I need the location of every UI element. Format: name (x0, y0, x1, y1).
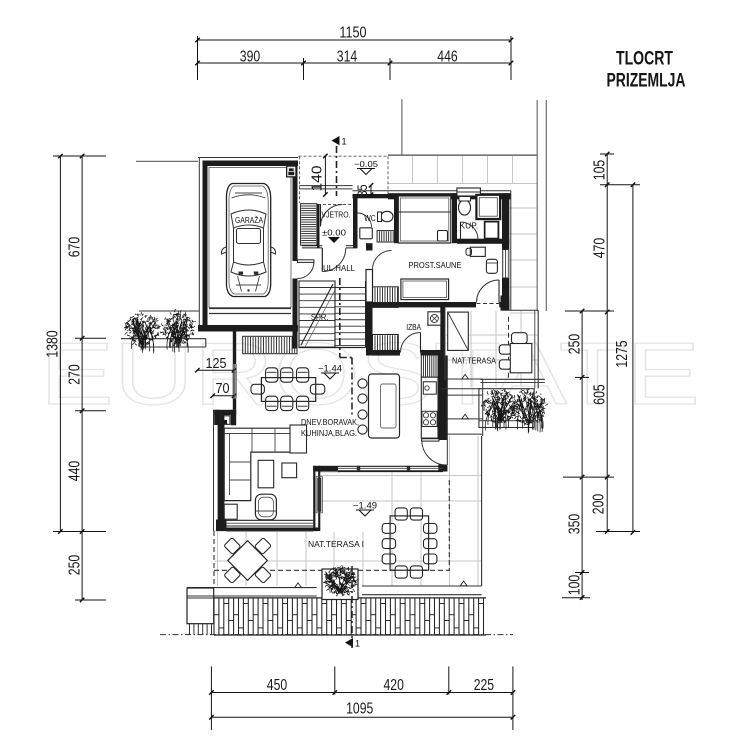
svg-text:270: 270 (67, 364, 84, 384)
svg-text:NAT.TERASA I: NAT.TERASA I (308, 539, 364, 549)
svg-text:PRIZEMLJA: PRIZEMLJA (607, 71, 686, 92)
svg-text:NAT.TERASA: NAT.TERASA (452, 355, 496, 365)
svg-text:−0.05: −0.05 (354, 159, 378, 169)
svg-text:140: 140 (309, 166, 326, 192)
svg-text:1095: 1095 (346, 701, 373, 718)
svg-text:470: 470 (592, 238, 609, 258)
svg-text:GARAŽA: GARAŽA (235, 216, 264, 225)
svg-text:DNEV.BORAVAK,: DNEV.BORAVAK, (301, 417, 359, 427)
svg-text:200: 200 (591, 494, 608, 514)
svg-text:314: 314 (337, 48, 357, 65)
svg-text:125: 125 (206, 356, 227, 372)
svg-text:PROST.SAUNE: PROST.SAUNE (409, 260, 462, 270)
svg-text:1: 1 (355, 639, 360, 650)
svg-text:±0.00: ±0.00 (322, 228, 346, 238)
svg-text:1380: 1380 (45, 330, 62, 357)
svg-text:446: 446 (437, 48, 457, 65)
svg-text:450: 450 (267, 677, 287, 694)
svg-text:440: 440 (67, 461, 84, 481)
svg-text:105: 105 (592, 160, 609, 180)
svg-text:390: 390 (240, 48, 260, 65)
svg-text:SPR.: SPR. (311, 312, 329, 322)
svg-text:−1.49: −1.49 (353, 501, 377, 511)
svg-text:−1.44: −1.44 (318, 364, 342, 374)
svg-text:KUP.: KUP. (460, 220, 479, 230)
svg-text:1: 1 (341, 137, 346, 148)
svg-text:35: 35 (355, 185, 370, 197)
svg-text:VJETRO.: VJETRO. (322, 210, 351, 220)
svg-text:100: 100 (567, 575, 584, 595)
svg-text:70: 70 (216, 381, 230, 397)
svg-text:250: 250 (567, 334, 584, 354)
svg-text:350: 350 (567, 514, 584, 534)
svg-text:1275: 1275 (614, 340, 631, 367)
svg-text:IZBA: IZBA (406, 322, 421, 332)
svg-text:KUHINJA,BLAG.: KUHINJA,BLAG. (301, 428, 357, 438)
svg-text:WC: WC (364, 213, 376, 223)
svg-text:605: 605 (592, 384, 609, 404)
svg-text:1150: 1150 (339, 24, 366, 41)
svg-text:TLOCRT: TLOCRT (616, 49, 673, 70)
svg-text:420: 420 (384, 677, 404, 694)
svg-text:UL.HALL: UL.HALL (323, 263, 355, 273)
svg-text:250: 250 (67, 555, 84, 575)
svg-text:670: 670 (67, 237, 84, 257)
svg-text:225: 225 (474, 677, 494, 694)
